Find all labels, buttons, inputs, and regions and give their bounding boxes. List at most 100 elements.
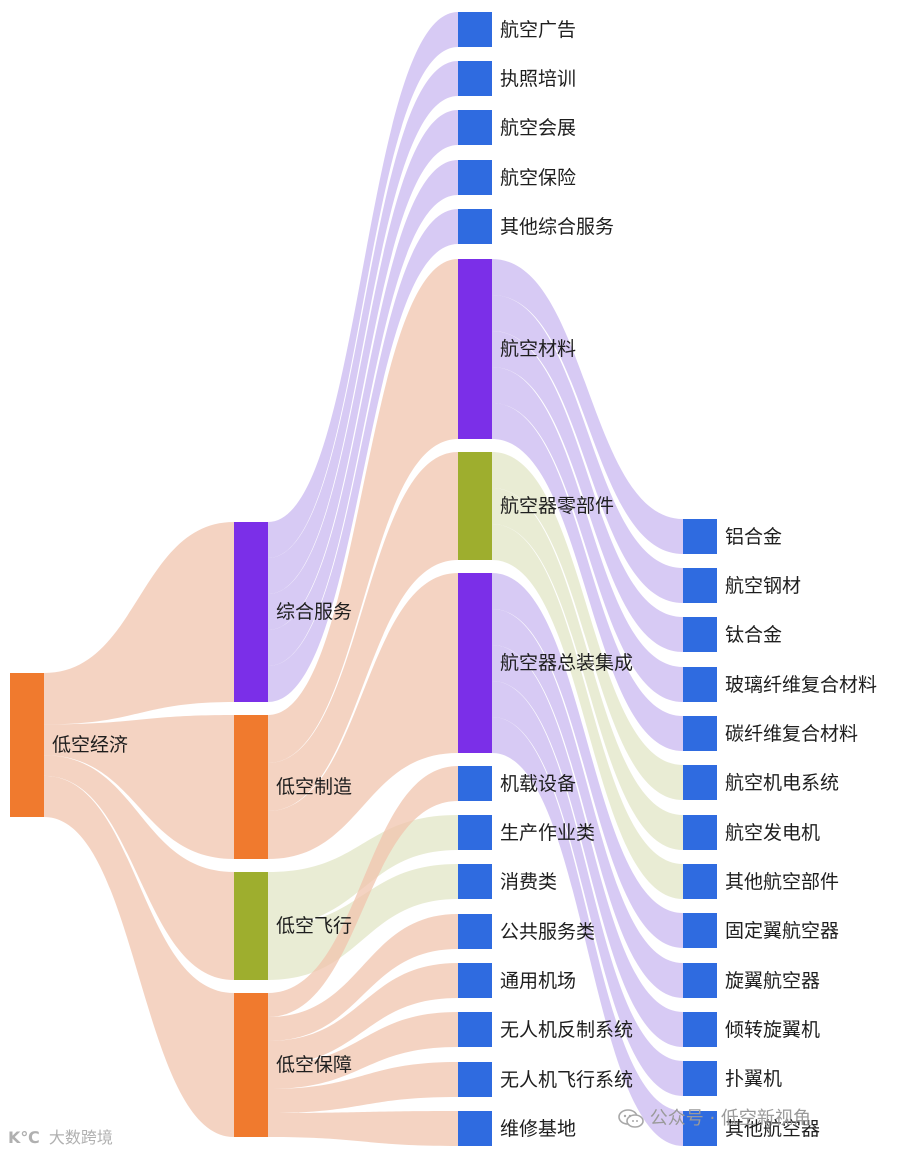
link-低空保障-机载设备 xyxy=(268,766,458,1017)
node-label-无人机反制系统: 无人机反制系统 xyxy=(500,1018,634,1041)
node-倾转旋翼机 xyxy=(683,1012,717,1047)
link-低空经济-综合服务 xyxy=(44,522,234,725)
node-label-低空飞行: 低空飞行 xyxy=(276,915,353,937)
node-label-生产作业类: 生产作业类 xyxy=(500,821,596,844)
node-航空发电机 xyxy=(683,815,717,850)
node-label-维修基地: 维修基地 xyxy=(500,1117,577,1140)
node-label-低空经济: 低空经济 xyxy=(52,734,129,756)
watermark-logo-icon: K℃ xyxy=(8,1128,40,1147)
link-低空制造-航空材料 xyxy=(268,259,458,763)
node-label-执照培训: 执照培训 xyxy=(500,67,577,90)
node-label-综合服务: 综合服务 xyxy=(276,601,353,623)
link-低空保障-无人机飞行系统 xyxy=(268,1062,458,1113)
link-航空器总装集成-倾转旋翼机 xyxy=(492,645,683,1047)
node-label-固定翼航空器: 固定翼航空器 xyxy=(725,919,840,942)
node-旋翼航空器 xyxy=(683,963,717,998)
node-固定翼航空器 xyxy=(683,913,717,948)
node-label-机载设备: 机载设备 xyxy=(500,772,577,795)
watermark-right-text: 公众号 · 低空新视角 xyxy=(649,1108,811,1129)
node-玻璃纤维复合材料 xyxy=(683,667,717,702)
node-label-航空保险: 航空保险 xyxy=(500,166,577,189)
node-公共服务类 xyxy=(458,914,492,949)
node-label-倾转旋翼机: 倾转旋翼机 xyxy=(725,1018,821,1041)
node-扑翼机 xyxy=(683,1061,717,1096)
node-label-消费类: 消费类 xyxy=(500,870,558,893)
node-label-航空器总装集成: 航空器总装集成 xyxy=(500,652,634,674)
node-label-低空保障: 低空保障 xyxy=(276,1054,353,1076)
link-航空器总装集成-固定翼航空器 xyxy=(492,573,683,948)
node-低空经济 xyxy=(10,673,44,817)
link-低空飞行-消费类 xyxy=(268,864,458,980)
node-label-其他航空部件: 其他航空部件 xyxy=(725,870,840,893)
link-航空器零部件-航空机电系统 xyxy=(492,452,683,800)
watermark-right: 公众号 · 低空新视角 xyxy=(618,1104,811,1130)
link-综合服务-执照培训 xyxy=(268,61,458,594)
link-综合服务-航空会展 xyxy=(268,110,458,630)
node-铝合金 xyxy=(683,519,717,554)
node-维修基地 xyxy=(458,1111,492,1146)
node-生产作业类 xyxy=(458,815,492,850)
link-低空保障-维修基地 xyxy=(268,1111,458,1146)
link-低空制造-航空器总装集成 xyxy=(268,573,458,859)
node-低空飞行 xyxy=(234,872,268,980)
link-航空器零部件-航空发电机 xyxy=(492,488,683,850)
node-label-公共服务类: 公共服务类 xyxy=(500,920,596,943)
node-其他综合服务 xyxy=(458,209,492,244)
node-航空器总装集成 xyxy=(458,573,492,753)
node-layer xyxy=(10,12,717,1146)
node-label-航空会展: 航空会展 xyxy=(500,116,577,139)
link-综合服务-其他综合服务 xyxy=(268,209,458,702)
link-航空器零部件-其他航空部件 xyxy=(492,524,683,899)
link-航空材料-航空钢材 xyxy=(492,295,683,603)
node-消费类 xyxy=(458,864,492,899)
link-综合服务-航空保险 xyxy=(268,160,458,666)
link-航空器总装集成-扑翼机 xyxy=(492,681,683,1096)
node-航空钢材 xyxy=(683,568,717,603)
node-label-无人机飞行系统: 无人机飞行系统 xyxy=(500,1068,634,1091)
link-低空飞行-生产作业类 xyxy=(268,815,458,926)
link-低空保障-通用机场 xyxy=(268,963,458,1065)
node-航空会展 xyxy=(458,110,492,145)
node-低空保障 xyxy=(234,993,268,1137)
node-机载设备 xyxy=(458,766,492,801)
node-通用机场 xyxy=(458,963,492,998)
watermark-left: K℃ 大数跨境 xyxy=(8,1124,113,1148)
link-低空保障-公共服务类 xyxy=(268,914,458,1041)
node-label-航空器零部件: 航空器零部件 xyxy=(500,495,615,517)
node-无人机飞行系统 xyxy=(458,1062,492,1097)
node-执照培训 xyxy=(458,61,492,96)
node-label-航空机电系统: 航空机电系统 xyxy=(725,771,840,794)
link-航空材料-碳纤维复合材料 xyxy=(492,403,683,751)
node-航空机电系统 xyxy=(683,765,717,800)
node-航空材料 xyxy=(458,259,492,439)
node-label-航空钢材: 航空钢材 xyxy=(725,574,802,597)
node-label-航空材料: 航空材料 xyxy=(500,338,577,360)
node-碳纤维复合材料 xyxy=(683,716,717,751)
node-label-钛合金: 钛合金 xyxy=(725,623,783,646)
link-低空经济-低空保障 xyxy=(44,775,234,1137)
link-低空制造-航空器零部件 xyxy=(268,452,458,811)
link-航空器总装集成-其他航空器 xyxy=(492,717,683,1146)
node-label-低空制造: 低空制造 xyxy=(276,776,353,798)
link-综合服务-航空广告 xyxy=(268,12,458,558)
node-其他航空器 xyxy=(683,1111,717,1146)
node-label-其他综合服务: 其他综合服务 xyxy=(500,215,615,238)
node-label-铝合金: 铝合金 xyxy=(725,525,783,548)
node-label-航空广告: 航空广告 xyxy=(500,18,577,41)
node-label-碳纤维复合材料: 碳纤维复合材料 xyxy=(725,722,859,745)
node-无人机反制系统 xyxy=(458,1012,492,1047)
link-航空材料-铝合金 xyxy=(492,259,683,554)
link-低空保障-无人机反制系统 xyxy=(268,1012,458,1089)
link-layer xyxy=(44,12,683,1146)
watermark-left-text: 大数跨境 xyxy=(48,1128,113,1147)
node-label-航空发电机: 航空发电机 xyxy=(725,821,821,844)
node-其他航空部件 xyxy=(683,864,717,899)
link-低空经济-低空制造 xyxy=(44,715,234,859)
node-label-通用机场: 通用机场 xyxy=(500,969,577,992)
node-label-玻璃纤维复合材料: 玻璃纤维复合材料 xyxy=(725,673,878,696)
link-低空经济-低空飞行 xyxy=(44,755,234,980)
node-低空制造 xyxy=(234,715,268,859)
node-钛合金 xyxy=(683,617,717,652)
